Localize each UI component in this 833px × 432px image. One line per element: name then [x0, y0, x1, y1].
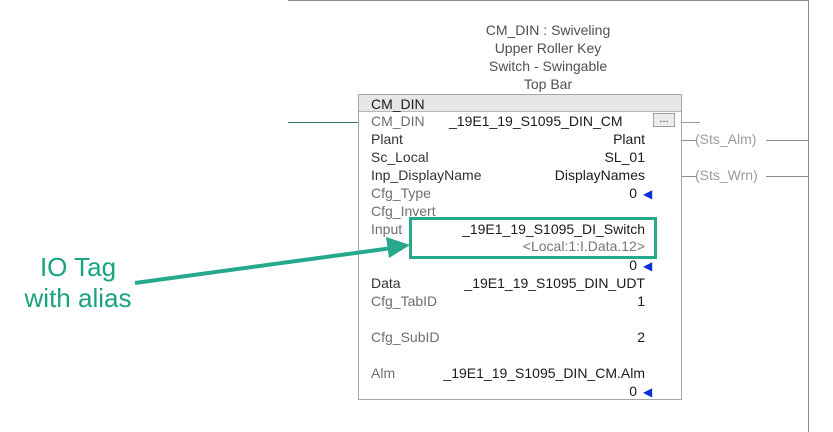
param-value-inp-displayname[interactable]: DisplayNames — [554, 167, 645, 183]
rung-comment-line: Top Bar — [523, 76, 573, 92]
rung-wire-in — [288, 122, 358, 123]
param-label-cm-din: CM_DIN — [371, 113, 425, 129]
io-tag-highlight-box — [409, 217, 657, 259]
param-alias-input: <Local:1:I.Data.12> — [522, 238, 645, 254]
arrow-left-icon: ◀ — [643, 187, 653, 201]
cm-din-block[interactable]: CM_DIN CM_DIN _19E1_19_S1095_DIN_CM ... … — [358, 94, 682, 400]
rung-comment-line: CM_DIN : Swiveling — [485, 22, 611, 38]
arrow-left-icon: ◀ — [643, 259, 653, 273]
block-name: CM_DIN — [371, 96, 425, 112]
param-value-cfg-subid[interactable]: 2 — [637, 329, 645, 345]
param-live-value-input: 0 — [629, 257, 637, 273]
annotation-callout: IO Tag with alias — [8, 252, 148, 314]
rung-wire-out-1 — [682, 122, 700, 123]
param-label-alm: Alm — [371, 365, 396, 381]
rung-wire-out-4 — [682, 176, 696, 177]
rung-wire-out-2 — [766, 140, 808, 141]
rung-comment-line: Switch - Swingable — [488, 58, 608, 74]
rung-wire-out-5 — [766, 176, 808, 177]
param-value-data[interactable]: _19E1_19_S1095_DIN_UDT — [464, 275, 645, 291]
param-label-data: Data — [371, 275, 401, 291]
rung-comment-line: Upper Roller Key — [494, 40, 602, 56]
param-value-alm[interactable]: _19E1_19_S1095_DIN_CM.Alm — [443, 365, 645, 381]
param-value-input[interactable]: _19E1_19_S1095_DI_Switch — [462, 221, 645, 237]
block-header[interactable]: CM_DIN — [359, 95, 681, 112]
param-value-cfg-tabid[interactable]: 1 — [637, 293, 645, 309]
param-value-cm-din[interactable]: _19E1_19_S1095_DIN_CM — [449, 113, 623, 129]
top-rail — [288, 0, 808, 1]
param-label-cfg-type: Cfg_Type — [371, 185, 431, 201]
output-coil-label: Sts_Alm — [699, 131, 752, 147]
param-label-inp-displayname: Inp_DisplayName — [371, 167, 482, 183]
param-label-input: Input — [371, 221, 403, 237]
param-label-cfg-tabid: Cfg_TabID — [371, 293, 438, 309]
param-label-plant: Plant — [371, 131, 403, 147]
output-coil-sts-alm[interactable]: (Sts_Alm) — [695, 131, 757, 147]
param-value-sc-local[interactable]: SL_01 — [604, 149, 645, 165]
param-label-cfg-invert: Cfg_Invert — [371, 203, 436, 219]
param-live-value-alm: 0 — [629, 383, 637, 399]
right-power-rail — [808, 0, 809, 432]
param-value-cfg-type[interactable]: 0 — [629, 185, 637, 201]
param-value-plant[interactable]: Plant — [613, 131, 645, 147]
arrow-left-icon: ◀ — [643, 385, 653, 399]
rung-wire-out-3 — [682, 140, 696, 141]
output-coil-sts-wrn[interactable]: (Sts_Wrn) — [695, 167, 758, 183]
param-label-sc-local: Sc_Local — [371, 149, 429, 165]
output-coil-label: Sts_Wrn — [699, 167, 754, 183]
rung-comment: CM_DIN : Swiveling Upper Roller Key Swit… — [448, 21, 648, 93]
param-label-cfg-subid: Cfg_SubID — [371, 329, 440, 345]
annotation-line: IO Tag — [39, 252, 117, 282]
browse-ellipsis-button[interactable]: ... — [653, 113, 675, 127]
annotation-line: with alias — [24, 283, 132, 313]
